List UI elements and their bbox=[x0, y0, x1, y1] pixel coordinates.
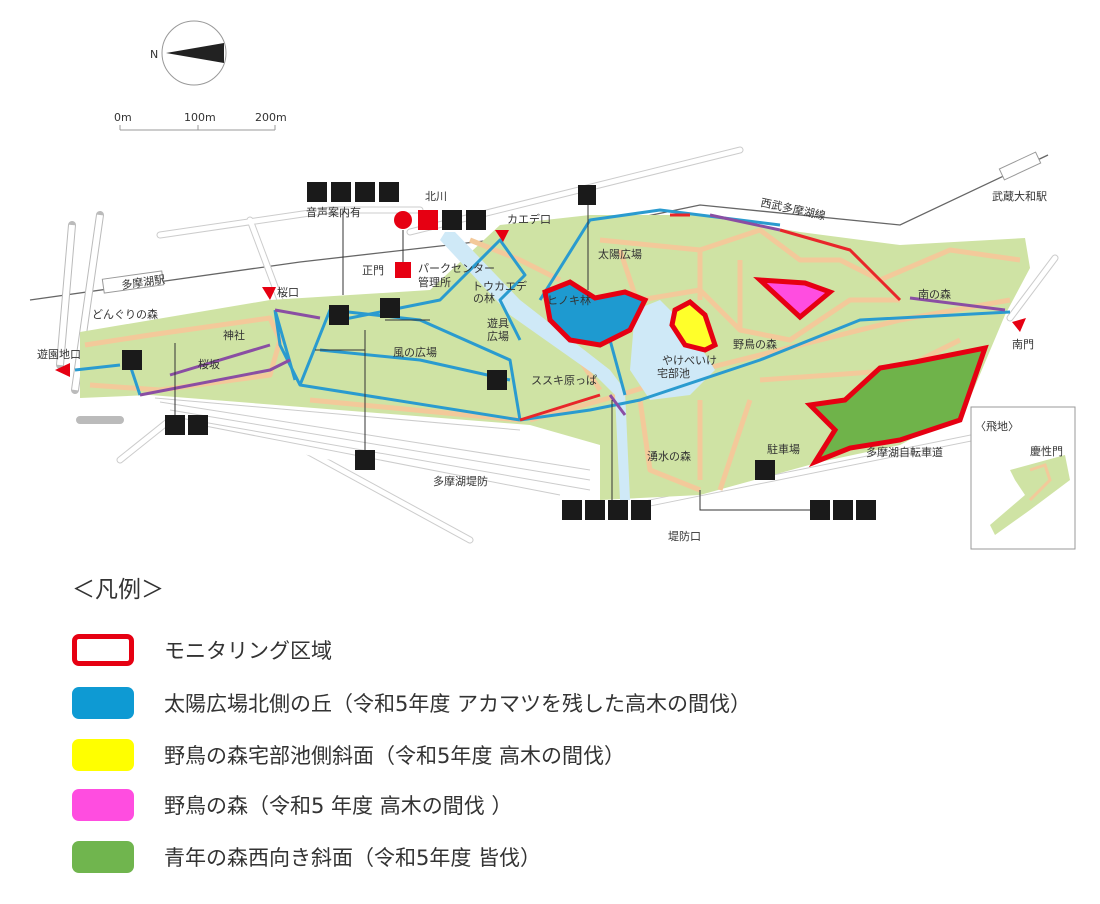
inset-tobichi: 〈飛地〉 慶性門 bbox=[970, 406, 1076, 550]
accessible-parking-icon bbox=[755, 460, 775, 480]
label-seimon: 正門 bbox=[362, 264, 384, 277]
rest-area-icon bbox=[122, 350, 142, 370]
scale-tick: 0m bbox=[114, 111, 132, 124]
legend-label: 青年の森西向き斜面（令和5年度 皆伐） bbox=[164, 846, 542, 870]
legend-swatch bbox=[72, 739, 134, 771]
legend-title: ＜凡例＞ bbox=[72, 577, 164, 603]
gate-markers bbox=[55, 210, 1026, 377]
label-yacho: 野鳥の森 bbox=[733, 337, 777, 351]
label-sakura-gate: 桜口 bbox=[277, 285, 299, 299]
label-kanrisho: 管理所 bbox=[418, 275, 451, 289]
label-yugu: 遊具 bbox=[487, 316, 509, 330]
family-toilet-icon bbox=[379, 182, 399, 202]
legend-label: モニタリング区域 bbox=[164, 639, 332, 663]
scale-tick: 100m bbox=[184, 111, 216, 124]
label-toukaede2: の林 bbox=[473, 291, 495, 305]
toilet-icon bbox=[578, 185, 596, 205]
label-keishomon: 慶性門 bbox=[1030, 444, 1063, 458]
legend-item-monitoring: モニタリング区域 bbox=[72, 632, 332, 668]
label-kaze: 風の広場 bbox=[393, 346, 437, 359]
label-hinoki: ヒノキ林 bbox=[547, 293, 591, 307]
drinking-fountain-icon bbox=[856, 500, 876, 520]
legend-item-magenta: 野鳥の森（令和5 年度 高木の間伐 ） bbox=[72, 787, 512, 823]
label-tamako-station: 多摩湖駅 bbox=[120, 272, 166, 292]
legend-swatch bbox=[72, 687, 134, 719]
label-taiyo: 太陽広場 bbox=[598, 248, 642, 261]
family-toilet-icon bbox=[188, 415, 208, 435]
facility-icons bbox=[122, 182, 876, 520]
toilet-icon bbox=[585, 500, 605, 520]
legend-swatch bbox=[72, 789, 134, 821]
label-cycle-road: 多摩湖自転車道 bbox=[866, 445, 943, 459]
yakebe-pond bbox=[630, 300, 715, 400]
compass: N bbox=[150, 20, 227, 86]
legend-item-yellow: 野鳥の森宅部池側斜面（令和5年度 高木の間伐） bbox=[72, 737, 625, 773]
label-yusui: 湧水の森 bbox=[647, 449, 691, 463]
aed-icon bbox=[418, 210, 438, 230]
accessible-parking-icon bbox=[466, 210, 486, 230]
label-onsei: 音声案内有 bbox=[306, 205, 361, 219]
zone-magenta bbox=[753, 277, 835, 321]
shelter-icon bbox=[380, 298, 400, 318]
leader-lines bbox=[174, 205, 810, 511]
legend-swatch bbox=[72, 841, 134, 873]
label-park-center: パークセンター bbox=[418, 262, 495, 275]
label-sakurazaka: 桜坂 bbox=[198, 357, 220, 371]
label-musashi-station: 武蔵大和駅 bbox=[992, 189, 1047, 203]
label-minami-mori: 南の森 bbox=[918, 287, 951, 301]
label-yakebe: 宅部池 bbox=[657, 366, 690, 380]
label-donguri: どんぐりの森 bbox=[92, 307, 158, 321]
north-arrow-icon bbox=[166, 43, 224, 63]
label-yuenchi-gate: 遊園地口 bbox=[37, 347, 81, 361]
gate-icon bbox=[1012, 318, 1026, 332]
toilet-icon bbox=[329, 305, 349, 325]
label-seibu-line: 西武多摩湖線 bbox=[759, 195, 826, 222]
scale-tick: 200m bbox=[255, 111, 287, 124]
toilet-icon bbox=[307, 182, 327, 202]
label-teibo-gate: 堤防口 bbox=[668, 529, 701, 543]
label-tobichi: 〈飛地〉 bbox=[975, 420, 1019, 433]
legend-label: 野鳥の森（令和5 年度 高木の間伐 ） bbox=[164, 794, 513, 818]
toilet-icon bbox=[165, 415, 185, 435]
legend-swatch bbox=[72, 634, 134, 666]
label-yugu2: 広場 bbox=[487, 330, 509, 343]
drinking-fountain-icon bbox=[355, 450, 375, 470]
walking-courses bbox=[74, 208, 1011, 422]
legend-item-green: 青年の森西向き斜面（令和5年度 皆伐） bbox=[72, 839, 541, 875]
zone-blue-hinoki bbox=[542, 279, 649, 348]
scale-bar: 0m 100m 200m bbox=[114, 111, 287, 131]
park-center-icon bbox=[395, 262, 411, 278]
label-kaede-gate: カエデ口 bbox=[507, 212, 551, 226]
legend-item-blue: 太陽広場北側の丘（令和5年度 アカマツを残した高木の間伐） bbox=[72, 685, 751, 721]
label-susuki: ススキ原っぱ bbox=[531, 374, 597, 387]
gate-icon bbox=[55, 363, 70, 377]
park-map: N 0m 100m 200m bbox=[29, 20, 1076, 550]
baby-changing-icon bbox=[355, 182, 375, 202]
legend-label: 太陽広場北側の丘（令和5年度 アカマツを残した高木の間伐） bbox=[164, 692, 752, 716]
accessible-toilet-icon bbox=[562, 500, 582, 520]
nursing-room-icon bbox=[442, 210, 462, 230]
drinking-fountain-icon bbox=[631, 500, 651, 520]
label-parking: 駐車場 bbox=[767, 442, 800, 456]
label-toukaede: トウカエデ bbox=[472, 279, 527, 293]
zone-green bbox=[804, 344, 989, 468]
dam bbox=[150, 395, 600, 500]
label-jinja: 神社 bbox=[223, 328, 245, 342]
gate-icon bbox=[262, 287, 276, 300]
shelter-icon bbox=[487, 370, 507, 390]
label-minami-gate: 南門 bbox=[1012, 338, 1034, 351]
north-label: N bbox=[150, 48, 158, 61]
family-toilet-icon bbox=[608, 500, 628, 520]
label-yakebe-ruby: やけべいけ bbox=[662, 354, 717, 367]
water bbox=[440, 232, 715, 500]
accessible-toilet-icon bbox=[331, 182, 351, 202]
toilet-icon bbox=[810, 500, 830, 520]
information-icon bbox=[394, 211, 412, 229]
accessible-toilet-icon bbox=[833, 500, 853, 520]
label-tamako-dam: 多摩湖堤防 bbox=[433, 474, 488, 488]
zone-yellow bbox=[669, 298, 719, 353]
label-kitagawa: 北川 bbox=[425, 190, 447, 203]
legend-label: 野鳥の森宅部池側斜面（令和5年度 高木の間伐） bbox=[164, 744, 626, 768]
gate-icon bbox=[495, 230, 509, 242]
